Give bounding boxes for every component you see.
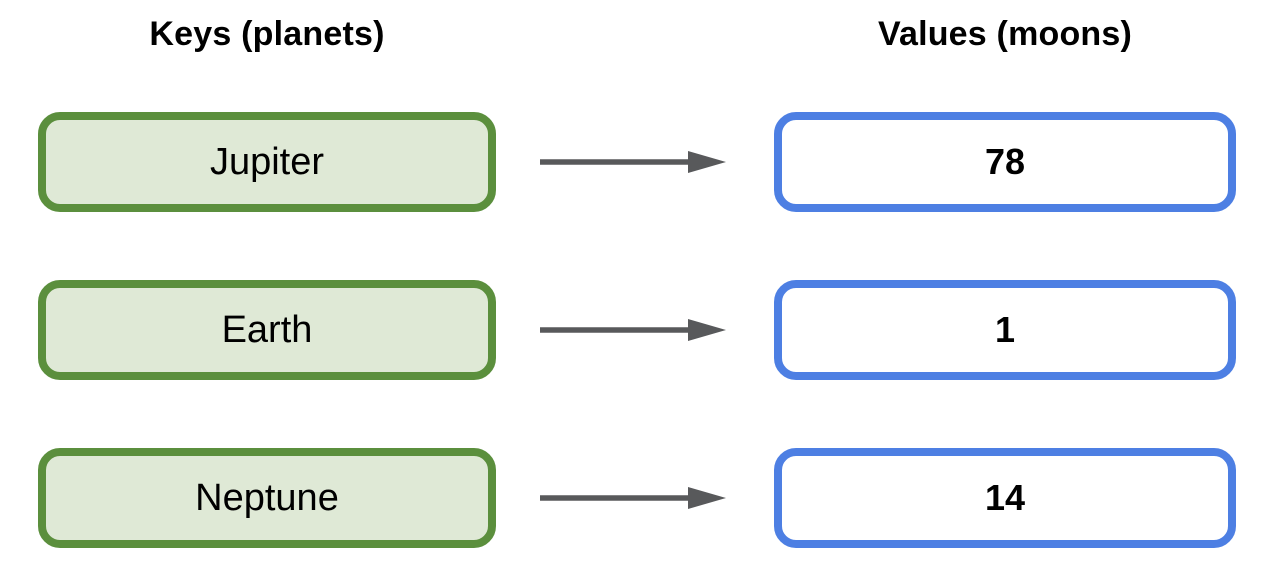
key-box: Earth [38,280,496,380]
keys-column-header: Keys (planets) [149,15,385,53]
mapping-rows: Jupiter 78 Earth 1 Neptune [38,112,1236,548]
arrow-icon [496,317,774,343]
arrow-icon [496,149,774,175]
mapping-row: Jupiter 78 [38,112,1236,212]
key-label: Neptune [195,476,339,519]
value-box: 14 [774,448,1236,548]
column-headers: Keys (planets) Values (moons) [38,12,1236,70]
value-label: 78 [984,141,1026,182]
key-box: Jupiter [38,112,496,212]
mapping-row: Earth 1 [38,280,1236,380]
value-label: 1 [994,309,1016,350]
values-column-header: Values (moons) [877,15,1133,53]
value-box: 78 [774,112,1236,212]
mapping-row: Neptune 14 [38,448,1236,548]
key-label: Earth [221,308,313,351]
key-box: Neptune [38,448,496,548]
key-label: Jupiter [209,140,325,183]
arrow-icon [496,485,774,511]
value-box: 1 [774,280,1236,380]
value-label: 14 [984,477,1026,518]
